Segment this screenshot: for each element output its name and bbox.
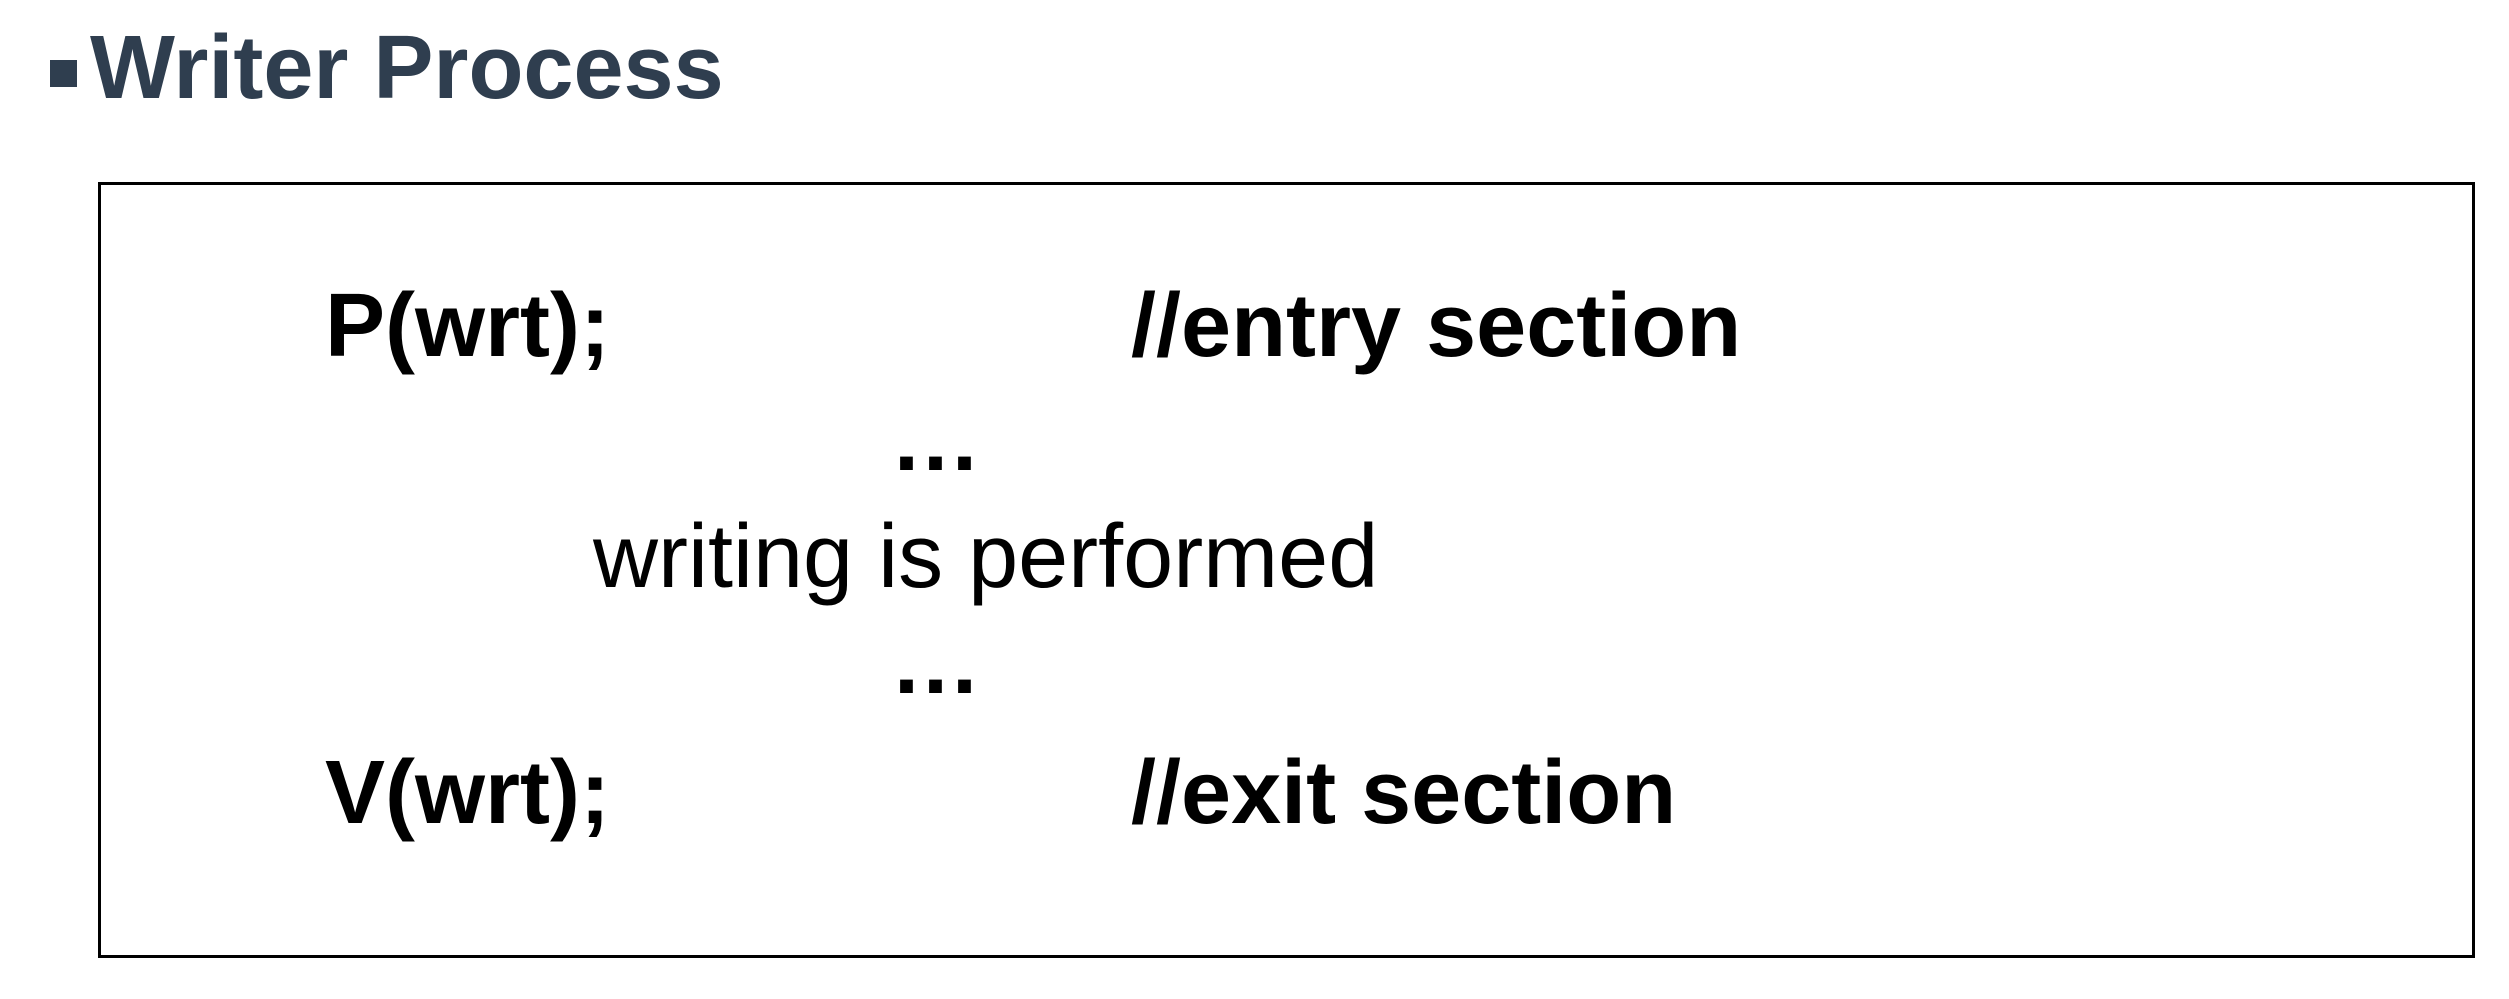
comment-entry-section: //entry section [1131,276,1742,376]
code-line-ellipsis: ... [101,608,2472,718]
code-line-entry: P(wrt); //entry section [101,271,2472,381]
writer-process-code-box: P(wrt); //entry section ... writing is p… [98,182,2475,958]
code-statement-p-wrt: P(wrt); [325,276,610,376]
code-statement-v-wrt: V(wrt); [325,743,610,843]
ellipsis-text: ... [894,613,982,713]
bullet-square-icon [50,60,77,87]
ellipsis-text: ... [894,390,982,490]
code-line-exit: V(wrt); //exit section [101,738,2472,848]
code-line-body: writing is performed [101,502,2472,612]
page-title: Writer Process [90,18,724,118]
code-line-ellipsis: ... [101,385,2472,495]
comment-exit-section: //exit section [1131,743,1677,843]
writing-performed-text: writing is performed [593,507,1379,607]
